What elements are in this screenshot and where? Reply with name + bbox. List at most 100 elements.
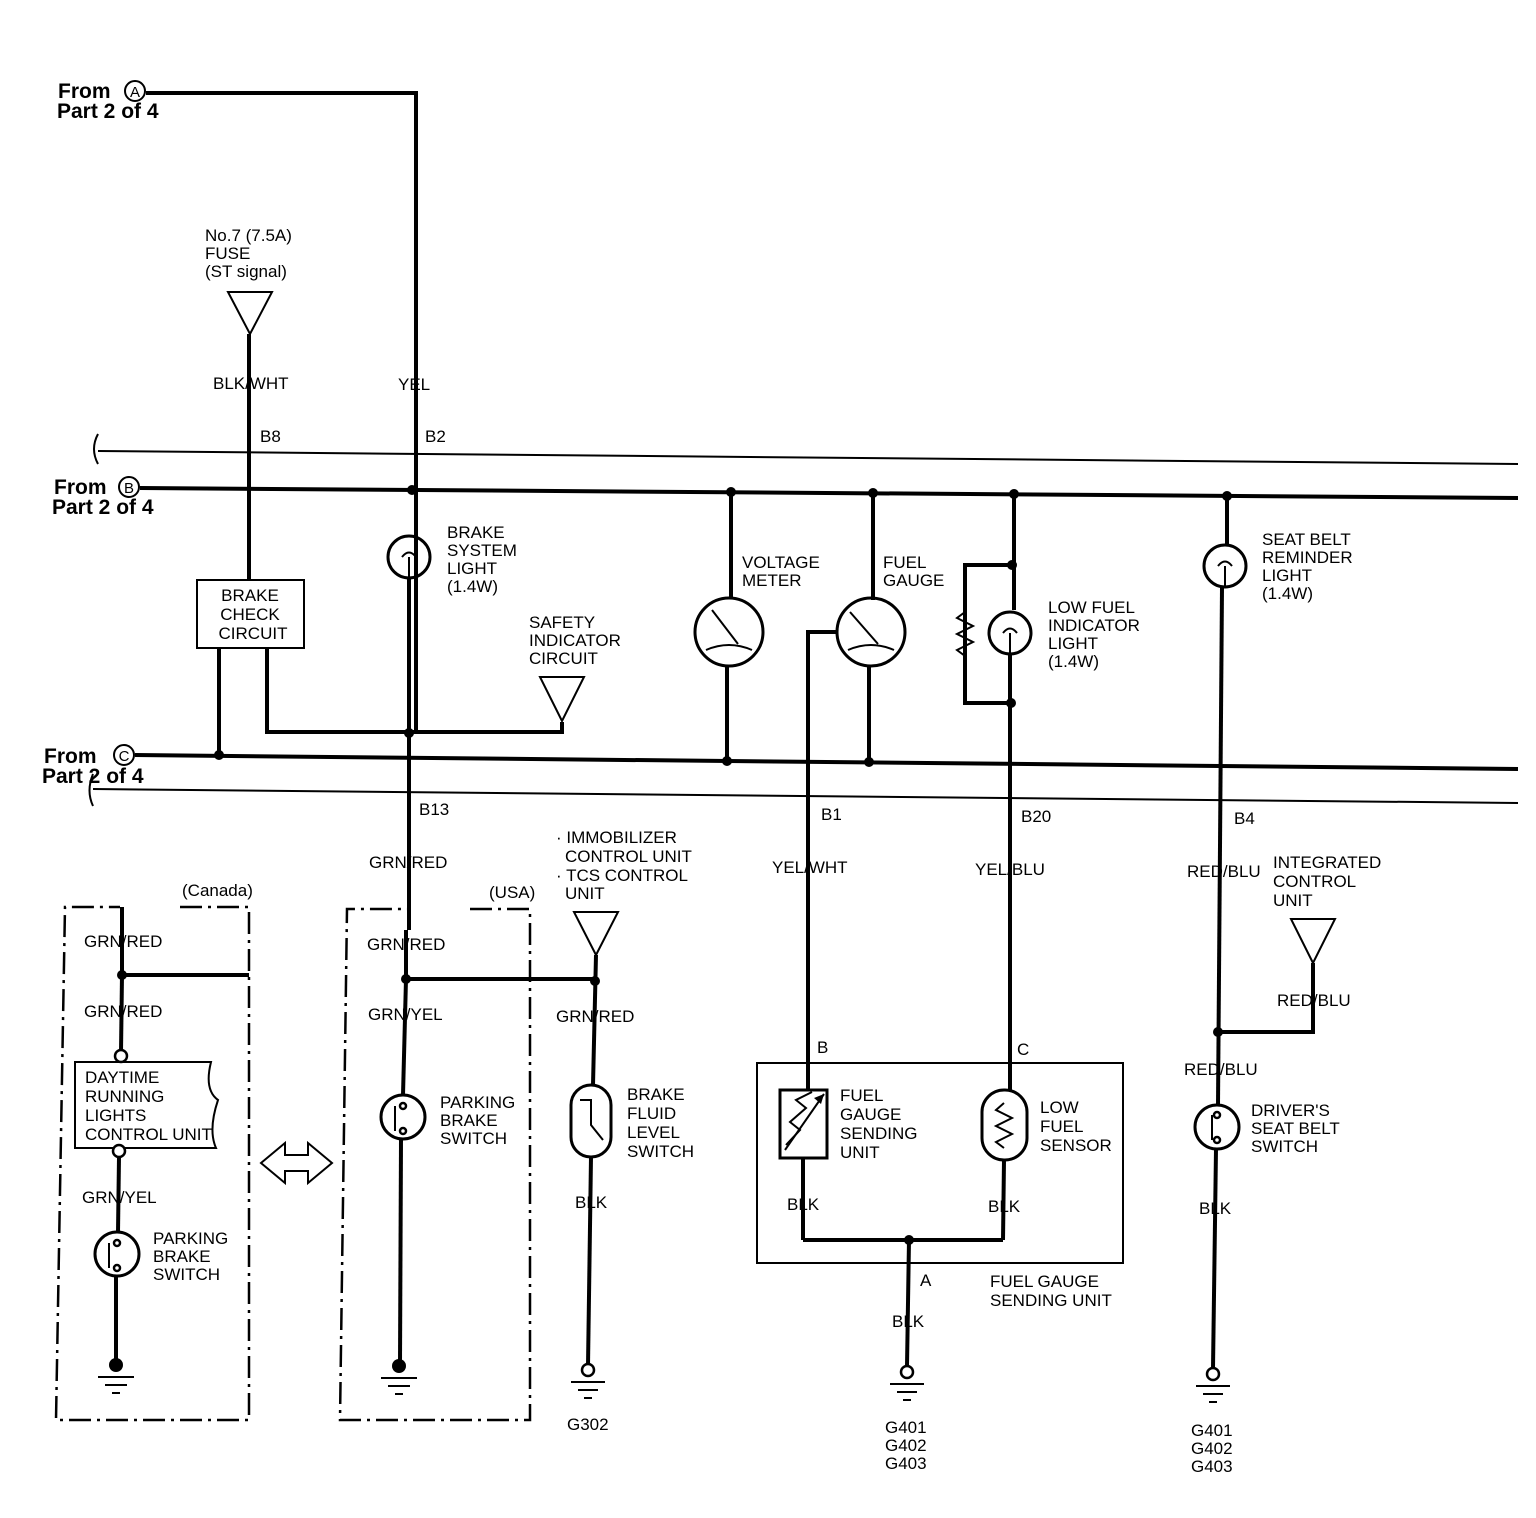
- svg-text:GAUGE: GAUGE: [840, 1105, 901, 1124]
- region-canada: (Canada): [182, 881, 253, 900]
- canada-parking-brake-switch: PARKING BRAKE SWITCH: [93, 1229, 228, 1394]
- pin-b1: B1: [821, 805, 842, 824]
- svg-text:LIGHTS: LIGHTS: [85, 1106, 146, 1125]
- svg-text:(1.4W): (1.4W): [447, 577, 498, 596]
- svg-text:METER: METER: [742, 571, 802, 590]
- fuse-line3: (ST signal): [205, 262, 287, 281]
- wire-label-fluid-grn-red: GRN/RED: [556, 1007, 634, 1026]
- svg-text:FLUID: FLUID: [627, 1104, 676, 1123]
- offpage-c: From C Part 2 of 4: [42, 744, 144, 788]
- low-fuel-sensor: LOW FUEL SENSOR: [980, 1088, 1112, 1241]
- wire-label-yel: YEL: [398, 375, 430, 394]
- pin-b20: B20: [1021, 807, 1051, 826]
- svg-text:BRAKE: BRAKE: [221, 586, 279, 605]
- ground-g302: G302: [567, 1362, 609, 1434]
- usa-parking-brake-switch: PARKING BRAKE SWITCH: [379, 1093, 515, 1395]
- svg-text:FUEL: FUEL: [840, 1086, 883, 1105]
- svg-text:GAUGE: GAUGE: [883, 571, 944, 590]
- fuse-triangle: [226, 291, 274, 337]
- fuel-gauge-sending-unit-box: B C FUEL GAUGE SENDING UNIT: [756, 1038, 1124, 1310]
- svg-text:G401: G401: [1191, 1421, 1233, 1440]
- svg-text:(1.4W): (1.4W): [1048, 652, 1099, 671]
- svg-text:SYSTEM: SYSTEM: [447, 541, 517, 560]
- svg-text:CHECK: CHECK: [220, 605, 280, 624]
- svg-text:INDICATOR: INDICATOR: [1048, 616, 1140, 635]
- drl-control-unit: DAYTIME RUNNING LIGHTS CONTROL UNIT: [74, 1061, 220, 1159]
- svg-text:CONTROL UNIT: CONTROL UNIT: [85, 1125, 212, 1144]
- svg-text:PARKING: PARKING: [153, 1229, 228, 1248]
- svg-text:BLK: BLK: [988, 1197, 1021, 1216]
- svg-text:LIGHT: LIGHT: [1048, 634, 1098, 653]
- svg-text:C: C: [1017, 1040, 1029, 1059]
- svg-text:CONTROL UNIT: CONTROL UNIT: [565, 847, 692, 866]
- svg-text:G402: G402: [1191, 1439, 1233, 1458]
- svg-text:SEAT BELT: SEAT BELT: [1262, 530, 1351, 549]
- offpage-c-letter: C: [119, 748, 130, 765]
- immobilizer-tcs-unit: · IMMOBILIZER CONTROL UNIT · TCS CONTROL…: [556, 828, 692, 958]
- svg-text:SENDING: SENDING: [840, 1124, 917, 1143]
- pin-b2: B2: [425, 427, 446, 446]
- wire-label-seat-blk: BLK: [1199, 1199, 1232, 1218]
- ground-g401-sender: G401 G402 G403: [885, 1364, 927, 1473]
- svg-text:CONTROL: CONTROL: [1273, 872, 1356, 891]
- svg-text:BRAKE: BRAKE: [153, 1247, 211, 1266]
- svg-text:SWITCH: SWITCH: [1251, 1137, 1318, 1156]
- svg-text:· TCS CONTROL: · TCS CONTROL: [556, 866, 688, 885]
- svg-text:CIRCUIT: CIRCUIT: [219, 624, 288, 643]
- svg-text:FUEL: FUEL: [883, 553, 926, 572]
- svg-text:SWITCH: SWITCH: [153, 1265, 220, 1284]
- pin-b13: B13: [419, 800, 449, 819]
- svg-text:UNIT: UNIT: [565, 884, 605, 903]
- svg-text:INDICATOR: INDICATOR: [529, 631, 621, 650]
- region-usa: (USA): [489, 883, 535, 902]
- low-fuel-indicator-light: LOW FUEL INDICATOR LIGHT (1.4W): [954, 494, 1140, 1090]
- wire-label-red-blu-switch: RED/BLU: [1184, 1060, 1258, 1079]
- ground-g401-seat: G401 G402 G403: [1191, 1366, 1233, 1476]
- svg-text:INTEGRATED: INTEGRATED: [1273, 853, 1381, 872]
- svg-text:BRAKE: BRAKE: [440, 1111, 498, 1130]
- fuse-no7: No.7 (7.5A) FUSE (ST signal): [205, 226, 292, 337]
- splices: [214, 485, 1232, 767]
- svg-text:LOW: LOW: [1040, 1098, 1079, 1117]
- svg-text:DRIVER'S: DRIVER'S: [1251, 1101, 1330, 1120]
- wire-label-red-blu-b4: RED/BLU: [1187, 862, 1261, 881]
- canada-region: (Canada) GRN/RED GRN/RED: [54, 881, 253, 1422]
- wire-label-yel-wht: YEL/WHT: [772, 858, 848, 877]
- svg-text:LEVEL: LEVEL: [627, 1123, 680, 1142]
- offpage-b-letter: B: [124, 480, 134, 497]
- svg-text:SENSOR: SENSOR: [1040, 1136, 1112, 1155]
- svg-text:PARKING: PARKING: [440, 1093, 515, 1112]
- integrated-control-unit: INTEGRATED CONTROL UNIT RED/BLU: [1213, 853, 1381, 1037]
- fuel-gauge-sending-element: FUEL GAUGE SENDING UNIT: [778, 1086, 917, 1240]
- pin-b8: B8: [260, 427, 281, 446]
- offpage-b-from: From: [54, 476, 107, 499]
- wire-label-blk-wht: BLK/WHT: [213, 374, 289, 393]
- offpage-c-from: From: [44, 745, 97, 768]
- brake-fluid-level-switch: BRAKE FLUID LEVEL SWITCH: [569, 1083, 694, 1367]
- svg-text:SEAT BELT: SEAT BELT: [1251, 1119, 1340, 1138]
- svg-text:G302: G302: [567, 1415, 609, 1434]
- connector-outline: [88, 433, 1519, 807]
- bus-c: [134, 753, 1519, 771]
- svg-text:FUEL GAUGE: FUEL GAUGE: [990, 1272, 1099, 1291]
- offpage-a-part: Part 2 of 4: [57, 100, 159, 123]
- fuse-line2: FUSE: [205, 244, 250, 263]
- svg-text:G402: G402: [885, 1436, 927, 1455]
- svg-text:REMINDER: REMINDER: [1262, 548, 1353, 567]
- offpage-a: From A Part 2 of 4: [57, 80, 159, 123]
- wire-label-grn-red-b13: GRN/RED: [369, 853, 447, 872]
- svg-text:VOLTAGE: VOLTAGE: [742, 553, 820, 572]
- svg-text:SAFETY: SAFETY: [529, 613, 595, 632]
- svg-text:G401: G401: [885, 1418, 927, 1437]
- brake-system-light: BRAKE SYSTEM LIGHT (1.4W): [386, 523, 517, 596]
- seat-belt-reminder-light: SEAT BELT REMINDER LIGHT (1.4W): [1202, 496, 1353, 1106]
- fuel-gauge: FUEL GAUGE: [806, 493, 944, 1090]
- svg-text:RED/BLU: RED/BLU: [1277, 991, 1351, 1010]
- offpage-a-from: From: [58, 80, 111, 103]
- svg-text:G403: G403: [885, 1454, 927, 1473]
- svg-text:A: A: [920, 1271, 932, 1290]
- svg-text:G403: G403: [1191, 1457, 1233, 1476]
- offpage-a-letter: A: [130, 84, 140, 101]
- svg-text:DAYTIME: DAYTIME: [85, 1068, 159, 1087]
